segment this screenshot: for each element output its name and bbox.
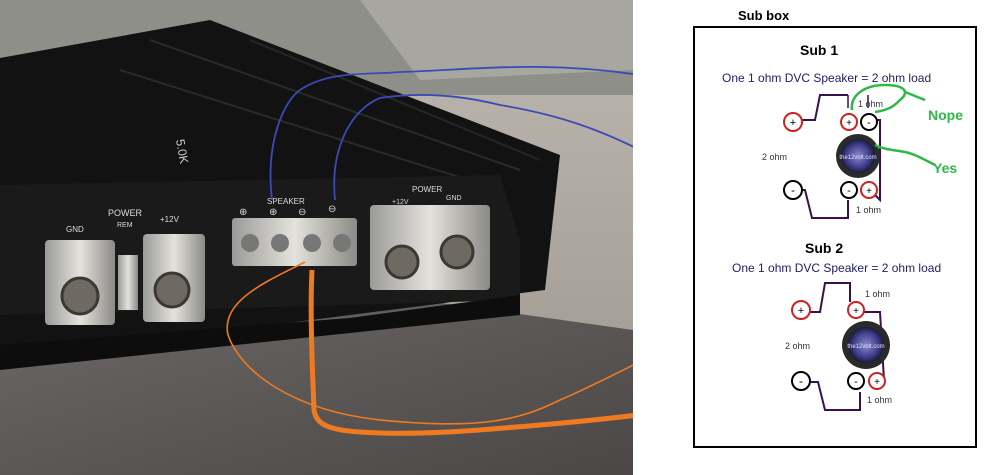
sub2-group: Sub 2 One 1 ohm DVC Speaker = 2 ohm load… (732, 240, 941, 411)
amp-power-left-label: POWER (108, 208, 143, 218)
amp-term-12v: +12V (160, 215, 180, 224)
sub1-coil1-minus-sign: - (867, 117, 871, 129)
amp-speaker-term-1: ⊕ (239, 207, 247, 218)
sub1-coil1-minus-terminal (860, 113, 878, 131)
sub2-coil2-minus-sign: - (854, 376, 858, 388)
sub2-title: Sub 2 (805, 240, 843, 256)
sub2-left-minus-sign: - (799, 374, 803, 388)
amp-rem-terminal (118, 255, 138, 310)
sub1-coil2-plus-sign: + (866, 186, 872, 197)
sub2-coil1-plus-sign: + (853, 306, 859, 317)
amp-speaker-term-4: ⊖ (328, 204, 336, 215)
sub2-coil1-plus-terminal (847, 301, 865, 319)
sub2-coil2-plus-sign: + (874, 377, 880, 388)
sub2-coil2-minus-terminal (847, 372, 865, 390)
nope-loop (850, 83, 907, 114)
sub1-coil-bottom: 1 ohm (856, 205, 881, 215)
sub2-coil-bottom: 1 ohm (867, 395, 892, 405)
amp-speaker-terminal-block (232, 218, 357, 266)
green-annotations (850, 83, 936, 167)
amp-term-gnd-right: GND (446, 195, 462, 202)
sub1-speaker-cone (841, 139, 875, 173)
sub1-logo: the12volt.com (839, 155, 876, 161)
sub2-speaker-cone (848, 327, 884, 363)
amp-speaker-label: SPEAKER (267, 197, 305, 206)
sub-box-border (693, 26, 977, 448)
sub1-left-minus-sign: - (791, 183, 795, 197)
amp-speaker-term-3: ⊖ (298, 207, 306, 218)
amp-term-rem: REM (117, 222, 133, 229)
sub1-coil1-plus-sign: + (846, 118, 852, 129)
sub2-left-minus-terminal (791, 371, 811, 391)
sub1-left-plus-sign: + (790, 117, 796, 129)
sub2-subtitle: One 1 ohm DVC Speaker = 2 ohm load (732, 261, 941, 275)
amp-photo: 5.0K GND POWER REM +12V SPEAKER ⊕ ⊕ ⊖ ⊖ … (0, 0, 633, 475)
sub2-left-plus-terminal (791, 300, 811, 320)
sub1-left-plus-terminal (783, 112, 803, 132)
amp-model-label: 5.0K (173, 138, 191, 165)
sub1-subtitle: One 1 ohm DVC Speaker = 2 ohm load (722, 71, 931, 85)
sub-box-diagram: Sub box Sub 1 One 1 ohm DVC Speaker = 2 … (633, 0, 1000, 475)
sub-box-title: Sub box (738, 8, 790, 23)
sub1-coil2-minus-sign: - (847, 185, 851, 197)
sub1-series-label: 2 ohm (762, 152, 787, 162)
yes-pointer (874, 143, 936, 167)
sub1-title: Sub 1 (800, 42, 838, 58)
amp-power-right-label: POWER (412, 185, 442, 194)
couch-fabric (360, 0, 633, 80)
sub1-coil1-plus-terminal (840, 113, 858, 131)
sub2-left-plus-sign: + (798, 305, 804, 317)
amp-term-gnd: GND (66, 225, 84, 234)
sub1-left-minus-terminal (783, 180, 803, 200)
amp-speaker-term-2: ⊕ (269, 207, 277, 218)
yes-annotation: Yes (933, 160, 957, 176)
sub1-group: Sub 1 One 1 ohm DVC Speaker = 2 ohm load… (722, 42, 931, 219)
sub2-logo: the12volt.com (847, 344, 884, 350)
sub2-series-label: 2 ohm (785, 341, 810, 351)
sub1-coil2-minus-terminal (840, 181, 858, 199)
nope-pointer (904, 90, 926, 102)
sub1-coil2-plus-terminal (860, 181, 878, 199)
amp-term-12v-right: +12V (392, 199, 409, 206)
sub1-coil-top: 1 ohm (858, 99, 883, 109)
sub2-coil2-plus-terminal (868, 372, 886, 390)
sub2-coil-top: 1 ohm (865, 289, 890, 299)
nope-annotation: Nope (928, 107, 963, 123)
